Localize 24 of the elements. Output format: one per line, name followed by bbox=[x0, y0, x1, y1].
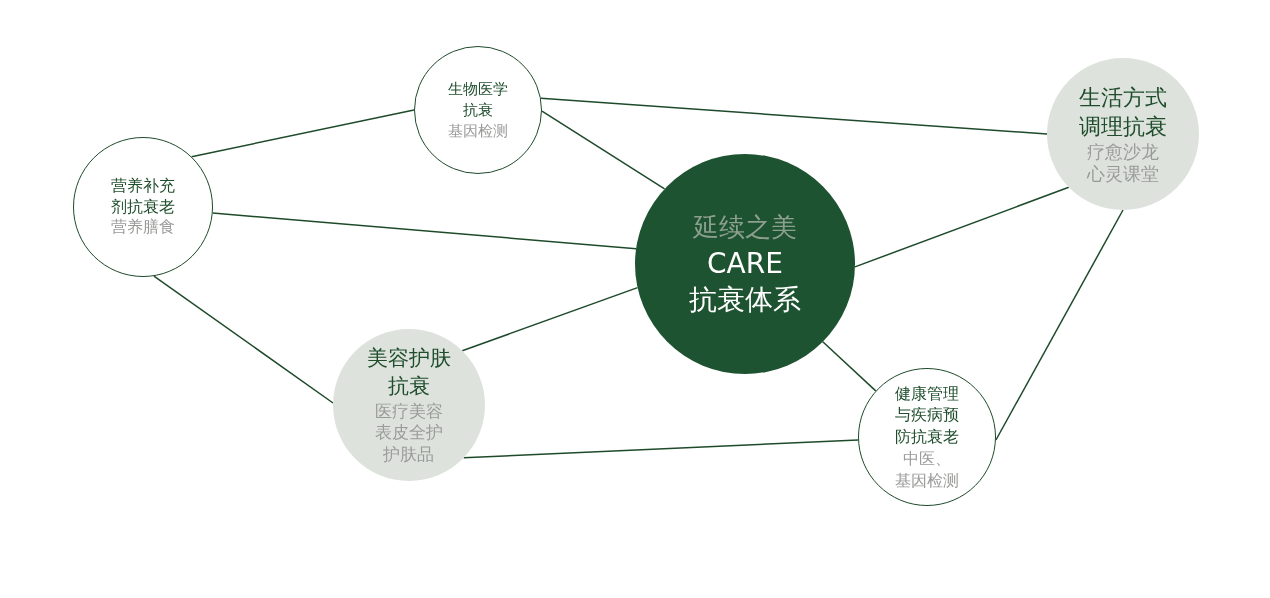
node-subtext: 营养膳食 bbox=[111, 217, 175, 239]
connector-line bbox=[541, 110, 666, 190]
connector-line bbox=[995, 209, 1124, 441]
node-subtext: 基因检测 bbox=[895, 469, 959, 492]
connector-line bbox=[212, 212, 637, 250]
node-heading: 生活方式调理抗衰 bbox=[1078, 84, 1168, 142]
node-subtext: CARE bbox=[707, 245, 783, 282]
connector-line bbox=[190, 109, 415, 158]
connector-line bbox=[540, 97, 1048, 135]
node-subtext: 医疗美容表皮全护护肤品 bbox=[374, 400, 444, 466]
connector-line bbox=[854, 186, 1070, 268]
node-heading: 延续之美 bbox=[693, 211, 797, 245]
connector-line bbox=[153, 275, 334, 404]
node-heading: 营养补充剂抗衰老 bbox=[110, 175, 176, 218]
connector-line bbox=[461, 286, 639, 352]
node-subtext: 疗愈沙龙心灵课堂 bbox=[1086, 141, 1160, 185]
node-heading: 生物医学抗衰 bbox=[447, 78, 509, 121]
connector-line bbox=[822, 341, 877, 392]
node-heading: 健康管理与疾病预防抗衰老 bbox=[894, 382, 960, 448]
connector-line bbox=[462, 439, 859, 459]
node-subtext: 基因检测 bbox=[448, 120, 508, 142]
node-subtext: 中医、 bbox=[903, 447, 951, 470]
node-heading: 美容护肤抗衰 bbox=[366, 344, 452, 400]
node-subtext: 抗衰体系 bbox=[689, 282, 801, 319]
